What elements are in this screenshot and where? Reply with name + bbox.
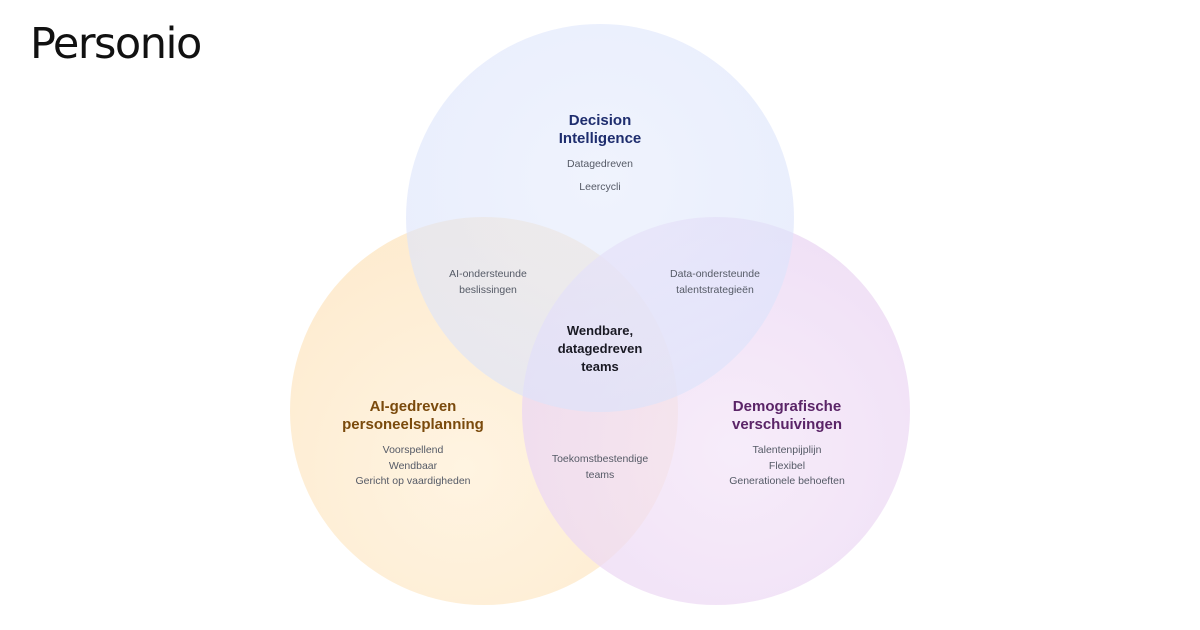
decision-intelligence-item: Datagedreven (567, 158, 633, 170)
title-line: Decision (568, 112, 632, 129)
list-item: Flexibel (768, 459, 806, 472)
overlap-line: Data-ondersteunde (670, 268, 760, 280)
personio-logo: Personio (30, 19, 202, 69)
decision-intelligence-item: Leercycli (579, 181, 621, 193)
overlap-left-right: Toekomstbestendige teams (552, 452, 648, 483)
demografische-verschuivingen-title: Demografische verschuivingen (732, 398, 842, 434)
demografische-verschuivingen-items: Talentenpijplijn Flexibel Generationele … (729, 443, 845, 490)
overlap-line: teams (585, 468, 615, 481)
ai-personeelsplanning-items: Voorspellend Wendbaar Gericht op vaardig… (356, 443, 471, 490)
ai-personeelsplanning-title: AI-gedreven personeelsplanning (342, 398, 484, 434)
overlap-line: beslissingen (459, 283, 517, 296)
title-line: personeelsplanning (342, 416, 484, 433)
overlap-line: talentstrategieën (676, 283, 754, 296)
overlap-line: AI-ondersteunde (449, 268, 527, 280)
title-line: AI-gedreven (369, 398, 457, 415)
overlap-center: Wendbare, datagedreven teams (558, 322, 643, 376)
list-item: Gericht op vaardigheden (355, 475, 471, 487)
circle-decision-intelligence (406, 24, 794, 412)
center-line: teams (581, 359, 619, 374)
title-line: Intelligence (558, 130, 642, 147)
overlap-top-right: Data-ondersteunde talentstrategieën (670, 267, 760, 298)
list-item: Talentenpijplijn (752, 444, 822, 456)
title-line: Demografische (732, 398, 842, 415)
list-item: Generationele behoeften (729, 475, 845, 487)
overlap-top-left: AI-ondersteunde beslissingen (449, 267, 527, 298)
list-item: Voorspellend (382, 444, 444, 456)
title-line: verschuivingen (731, 416, 843, 433)
overlap-line: Toekomstbestendige (551, 453, 649, 465)
center-line: Wendbare, (566, 323, 634, 338)
decision-intelligence-title: Decision Intelligence (559, 112, 642, 148)
list-item: Wendbaar (388, 459, 438, 472)
center-line: datagedreven (557, 341, 643, 356)
